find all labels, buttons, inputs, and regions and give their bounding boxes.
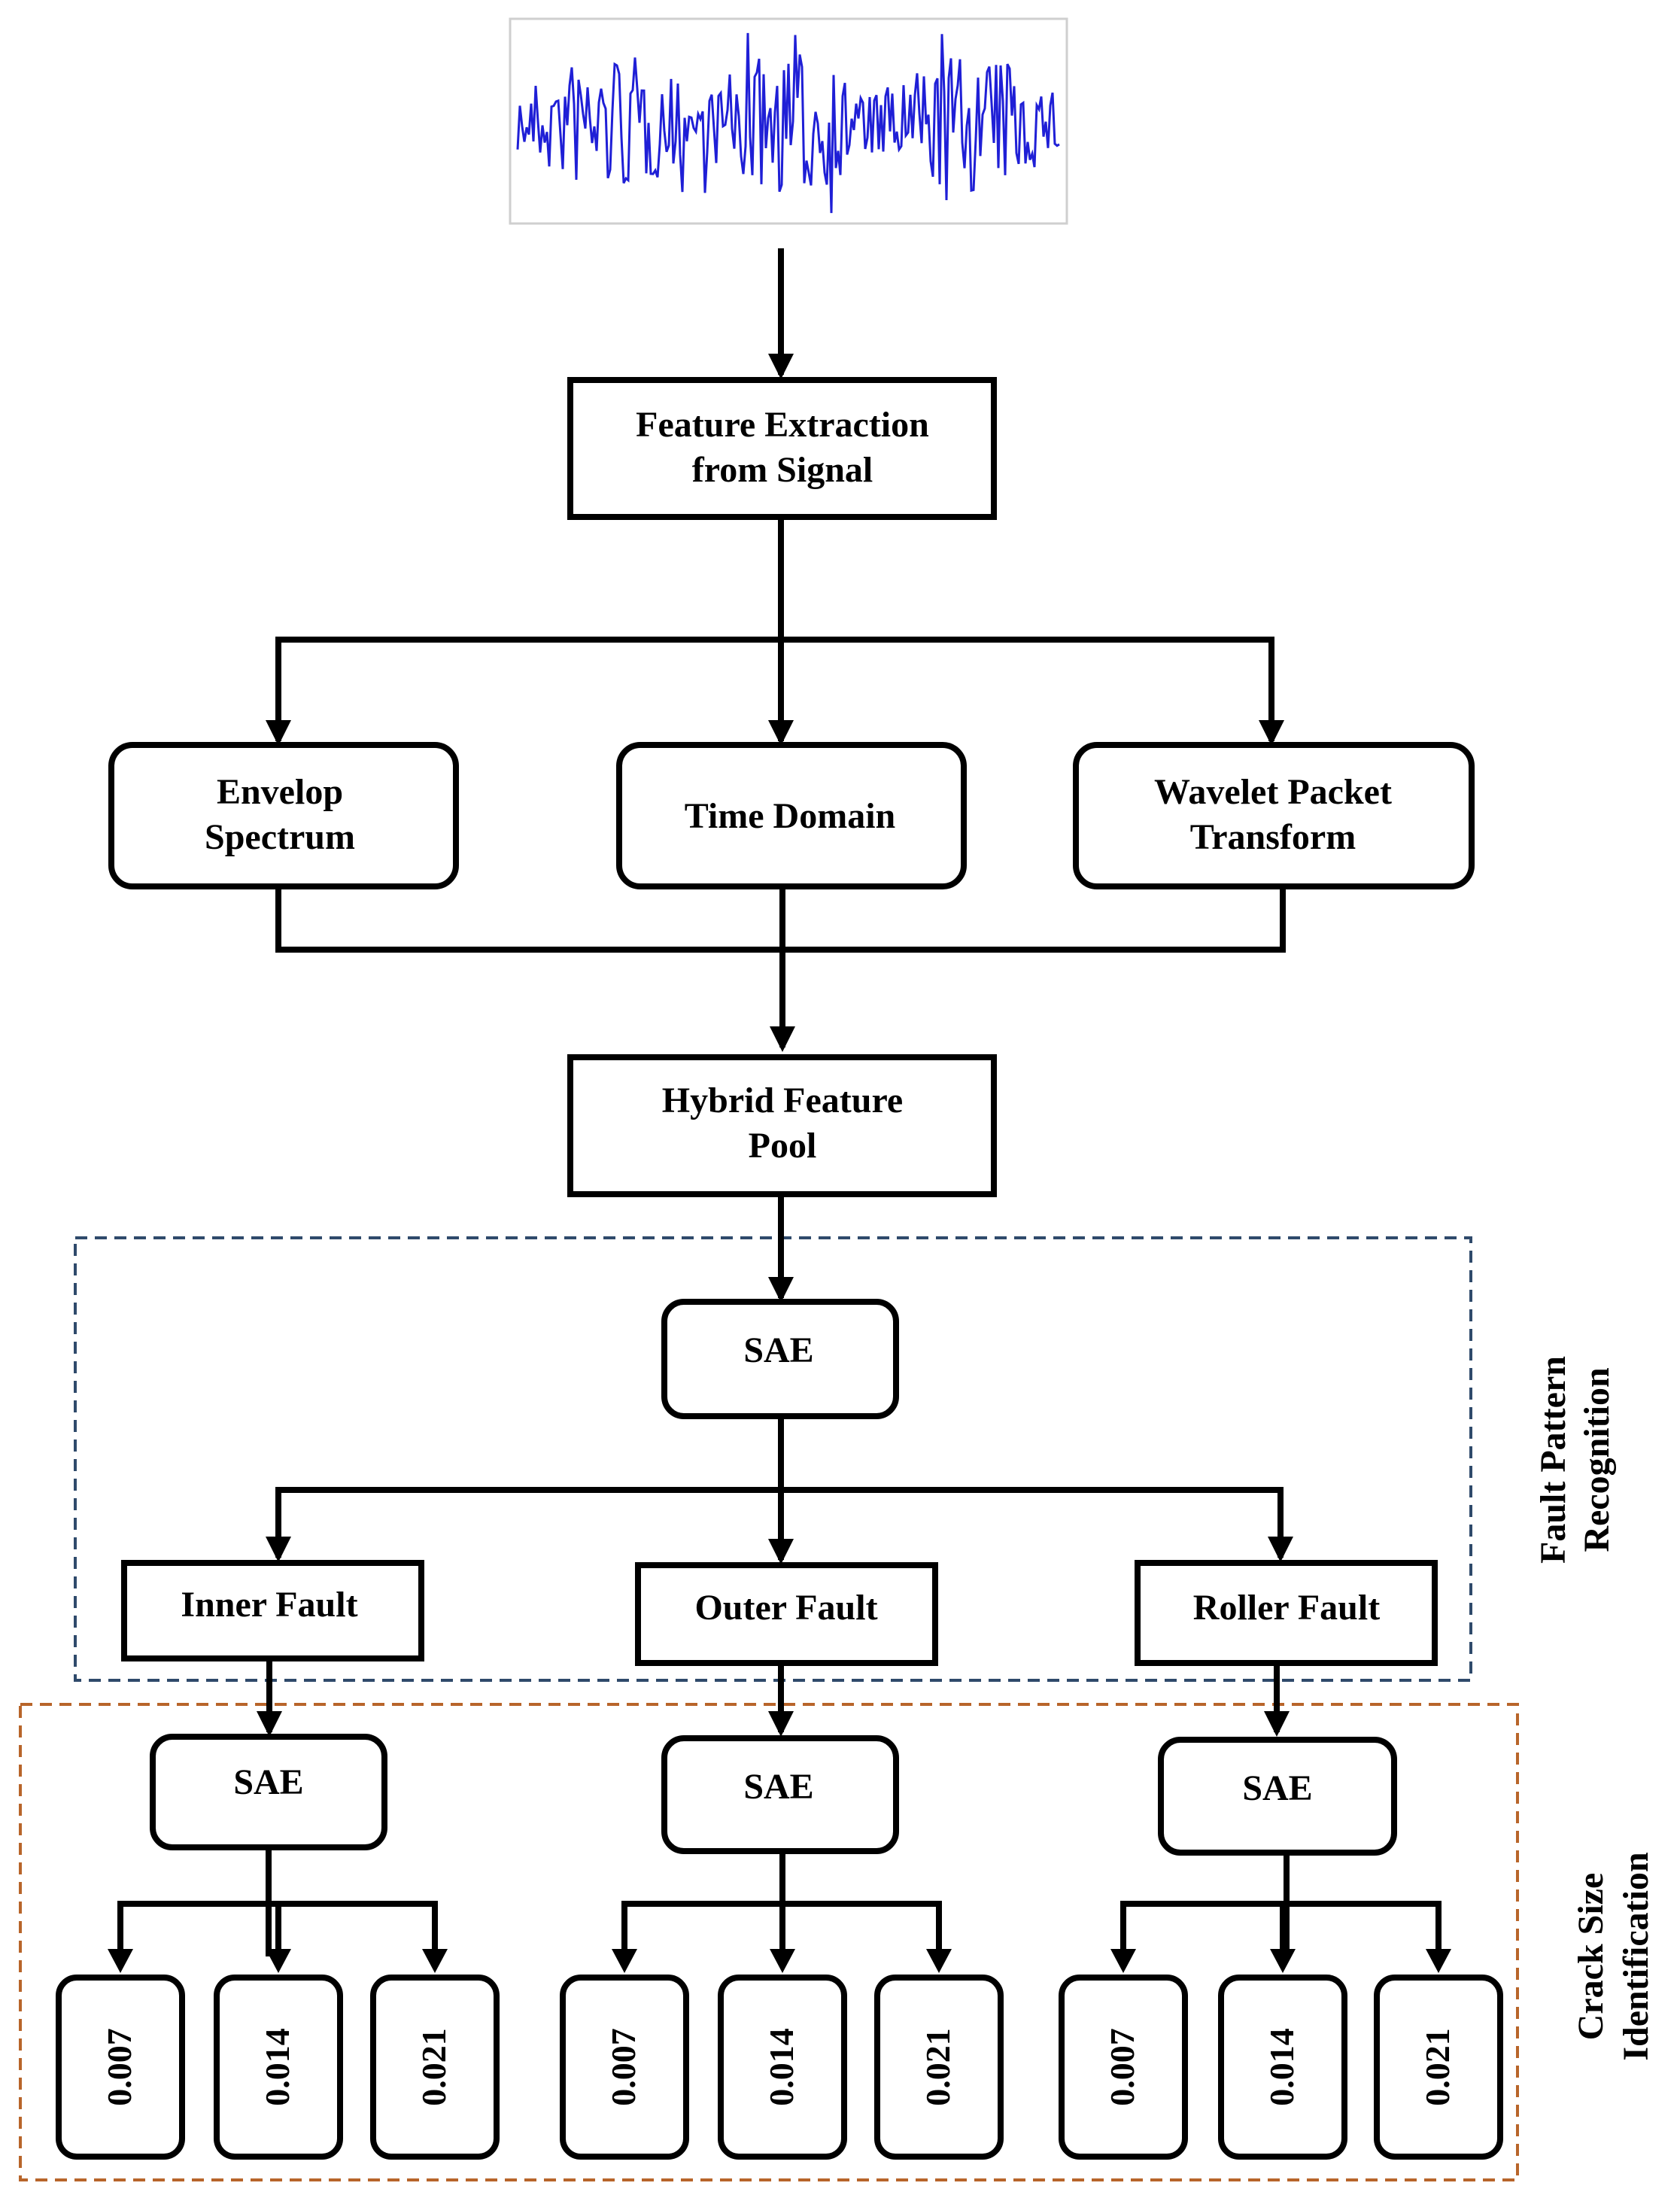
crack-group-outer: 0.007 0.014 0.021 bbox=[560, 1851, 1004, 2160]
sae-outer-label: SAE bbox=[743, 1767, 813, 1807]
inner-fault-label: Inner Fault bbox=[181, 1585, 357, 1625]
hybrid-pool-line1: Hybrid Feature bbox=[662, 1081, 903, 1120]
arrowhead-1 bbox=[266, 720, 291, 746]
crack-outer-arrowhead-2 bbox=[926, 1949, 952, 1973]
envelop-line1: Envelop bbox=[217, 772, 343, 812]
crack-size-label: 0.014 bbox=[258, 2028, 296, 2106]
envelop-spectrum-box: Envelop Spectrum bbox=[108, 742, 459, 889]
arrowhead-0 bbox=[768, 354, 794, 379]
signal-waveform bbox=[516, 32, 1060, 214]
crack-size-label: 0.007 bbox=[604, 2028, 643, 2106]
arrowhead-7 bbox=[768, 1539, 794, 1564]
crack-roller-arrowhead-0 bbox=[1110, 1949, 1136, 1973]
crack-size-label: 0.014 bbox=[762, 2028, 801, 2106]
crack-roller-arrowhead-1 bbox=[1270, 1949, 1296, 1973]
inner-fault-box: Inner Fault bbox=[121, 1560, 424, 1661]
crack-size-side-label: Crack Size Identification bbox=[1571, 1852, 1656, 2060]
sae-inner-label: SAE bbox=[233, 1762, 303, 1802]
arrowhead-9 bbox=[257, 1711, 282, 1737]
arrowhead-10 bbox=[768, 1711, 794, 1737]
crack-size-groups: 0.007 0.014 0.021 0.007 0.014 0.021 0.007 0.014… bbox=[56, 1847, 1503, 2160]
crack-inner-arrowhead-1 bbox=[266, 1949, 291, 1973]
arrowhead-5 bbox=[768, 1277, 794, 1303]
feature-extraction-line1: Feature Extraction bbox=[636, 405, 929, 445]
crack-size-label: 0.007 bbox=[1103, 2028, 1141, 2106]
outer-fault-box: Outer Fault bbox=[635, 1562, 938, 1666]
arrowhead-11 bbox=[1264, 1711, 1290, 1737]
time-domain-box: Time Domain bbox=[616, 742, 967, 889]
crack-size-box bbox=[1374, 1975, 1503, 2160]
envelop-line2: Spectrum bbox=[205, 817, 355, 857]
roller-fault-label: Roller Fault bbox=[1193, 1588, 1380, 1628]
sae-main-label: SAE bbox=[743, 1330, 813, 1370]
crack-inner-arrowhead-0 bbox=[108, 1949, 133, 1973]
sae-roller-box: SAE bbox=[1158, 1737, 1397, 1856]
sae-roller-label: SAE bbox=[1242, 1768, 1312, 1808]
feature-extraction-line2: from Signal bbox=[692, 450, 873, 490]
fault-pattern-label-line1: Fault Pattern bbox=[1533, 1356, 1573, 1564]
crack-size-label: 0.021 bbox=[919, 2028, 957, 2106]
arrowhead-8 bbox=[1268, 1537, 1293, 1562]
crack-size-label-line2: Identification bbox=[1616, 1852, 1656, 2060]
crack-group-roller: 0.007 0.014 0.021 bbox=[1059, 1853, 1503, 2160]
crack-size-label: 0.021 bbox=[1418, 2028, 1457, 2106]
crack-size-box bbox=[1059, 1975, 1188, 2160]
wavelet-packet-box: Wavelet Packet Transform bbox=[1073, 742, 1475, 889]
wavelet-line1: Wavelet Packet bbox=[1154, 772, 1392, 812]
crack-size-label: 0.007 bbox=[100, 2028, 138, 2106]
arrowhead-6 bbox=[266, 1537, 291, 1562]
fault-pattern-side-label: Fault Pattern Recognition bbox=[1533, 1356, 1617, 1564]
feature-extraction-box: Feature Extraction from Signal bbox=[567, 377, 997, 520]
crack-size-box bbox=[560, 1975, 689, 2160]
arrowhead-4 bbox=[770, 1026, 795, 1052]
sae-outer-box: SAE bbox=[661, 1735, 899, 1854]
arrowhead-2 bbox=[768, 720, 794, 746]
hybrid-pool-line2: Pool bbox=[749, 1126, 817, 1166]
crack-size-box bbox=[718, 1975, 847, 2160]
crack-outer-arrowhead-0 bbox=[612, 1949, 637, 1973]
vibration-signal-plot bbox=[509, 17, 1068, 225]
crack-size-box bbox=[1218, 1975, 1347, 2160]
arrowheads bbox=[257, 354, 1293, 1737]
crack-outer-arrowhead-1 bbox=[770, 1949, 795, 1973]
crack-roller-arrowhead-2 bbox=[1426, 1949, 1451, 1973]
crack-size-box bbox=[370, 1975, 500, 2160]
fault-pattern-label-line2: Recognition bbox=[1577, 1367, 1617, 1552]
roller-fault-box: Roller Fault bbox=[1135, 1560, 1438, 1666]
time-domain-label: Time Domain bbox=[685, 796, 895, 836]
crack-size-box bbox=[874, 1975, 1004, 2160]
wavelet-line2: Transform bbox=[1190, 817, 1356, 857]
crack-size-region bbox=[19, 1703, 1519, 2181]
hybrid-feature-pool-box: Hybrid Feature Pool bbox=[567, 1054, 997, 1197]
crack-size-box bbox=[56, 1975, 185, 2160]
crack-size-label-line1: Crack Size bbox=[1571, 1873, 1611, 2041]
crack-size-label: 0.021 bbox=[415, 2028, 453, 2106]
sae-inner-box: SAE bbox=[150, 1734, 387, 1850]
fault-pattern-region bbox=[74, 1236, 1472, 1682]
sae-main-box: SAE bbox=[661, 1299, 899, 1419]
crack-size-box bbox=[214, 1975, 343, 2160]
crack-group-inner: 0.007 0.014 0.021 bbox=[56, 1847, 500, 2160]
crack-size-label: 0.014 bbox=[1262, 2028, 1301, 2106]
crack-inner-arrowhead-2 bbox=[422, 1949, 448, 1973]
outer-fault-label: Outer Fault bbox=[694, 1588, 877, 1628]
arrowhead-3 bbox=[1259, 720, 1284, 746]
